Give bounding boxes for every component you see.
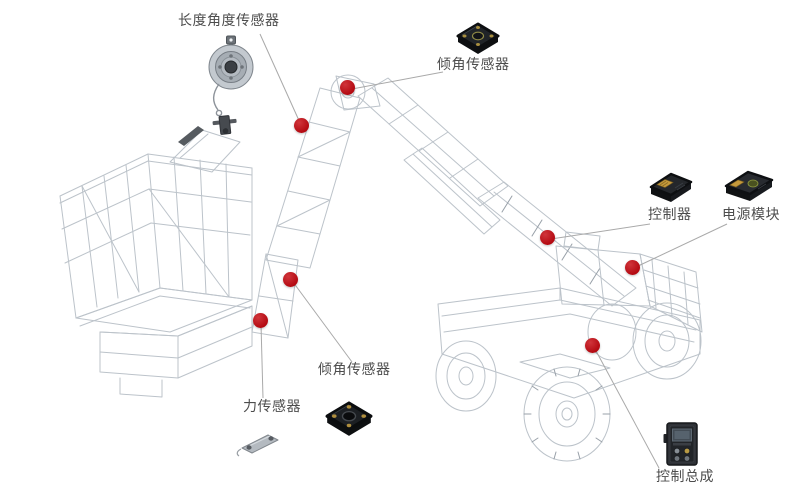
tilt-sensor-icon xyxy=(456,22,500,54)
line-power-module xyxy=(635,223,728,268)
line-force-sensor xyxy=(260,323,264,399)
label-tilt-sensor-top: 倾角传感器 xyxy=(437,57,510,73)
line-tilt-sensor-bottom xyxy=(292,281,353,363)
machine-wireframe xyxy=(59,74,703,462)
marker-control-assembly xyxy=(585,338,600,353)
label-length-angle-sensor: 长度角度传感器 xyxy=(178,13,280,29)
tilt-sensor-icon xyxy=(325,401,373,436)
label-power-module: 电源模块 xyxy=(722,207,780,223)
line-length-angle-sensor xyxy=(259,33,302,126)
controller-icon xyxy=(649,172,693,202)
marker-power-module xyxy=(625,260,640,275)
callout-lines xyxy=(259,33,728,469)
control-assembly-icon xyxy=(663,422,698,466)
line-tilt-sensor-top xyxy=(351,71,444,90)
marker-controller xyxy=(540,230,555,245)
marker-tilt-sensor-top xyxy=(340,80,355,95)
power-module-icon xyxy=(724,170,774,201)
marker-force-sensor xyxy=(253,313,268,328)
marker-length-angle-sensor xyxy=(294,118,309,133)
cable-reel-sensor-icon xyxy=(208,35,254,135)
label-tilt-sensor-bottom: 倾角传感器 xyxy=(318,362,391,378)
label-control-assembly: 控制总成 xyxy=(656,469,714,485)
line-control-assembly xyxy=(594,348,660,469)
line-controller xyxy=(550,223,651,240)
marker-tilt-sensor-bottom xyxy=(283,272,298,287)
force-sensor-icon xyxy=(236,434,279,457)
label-force-sensor: 力传感器 xyxy=(243,399,301,415)
label-controller: 控制器 xyxy=(648,207,692,223)
